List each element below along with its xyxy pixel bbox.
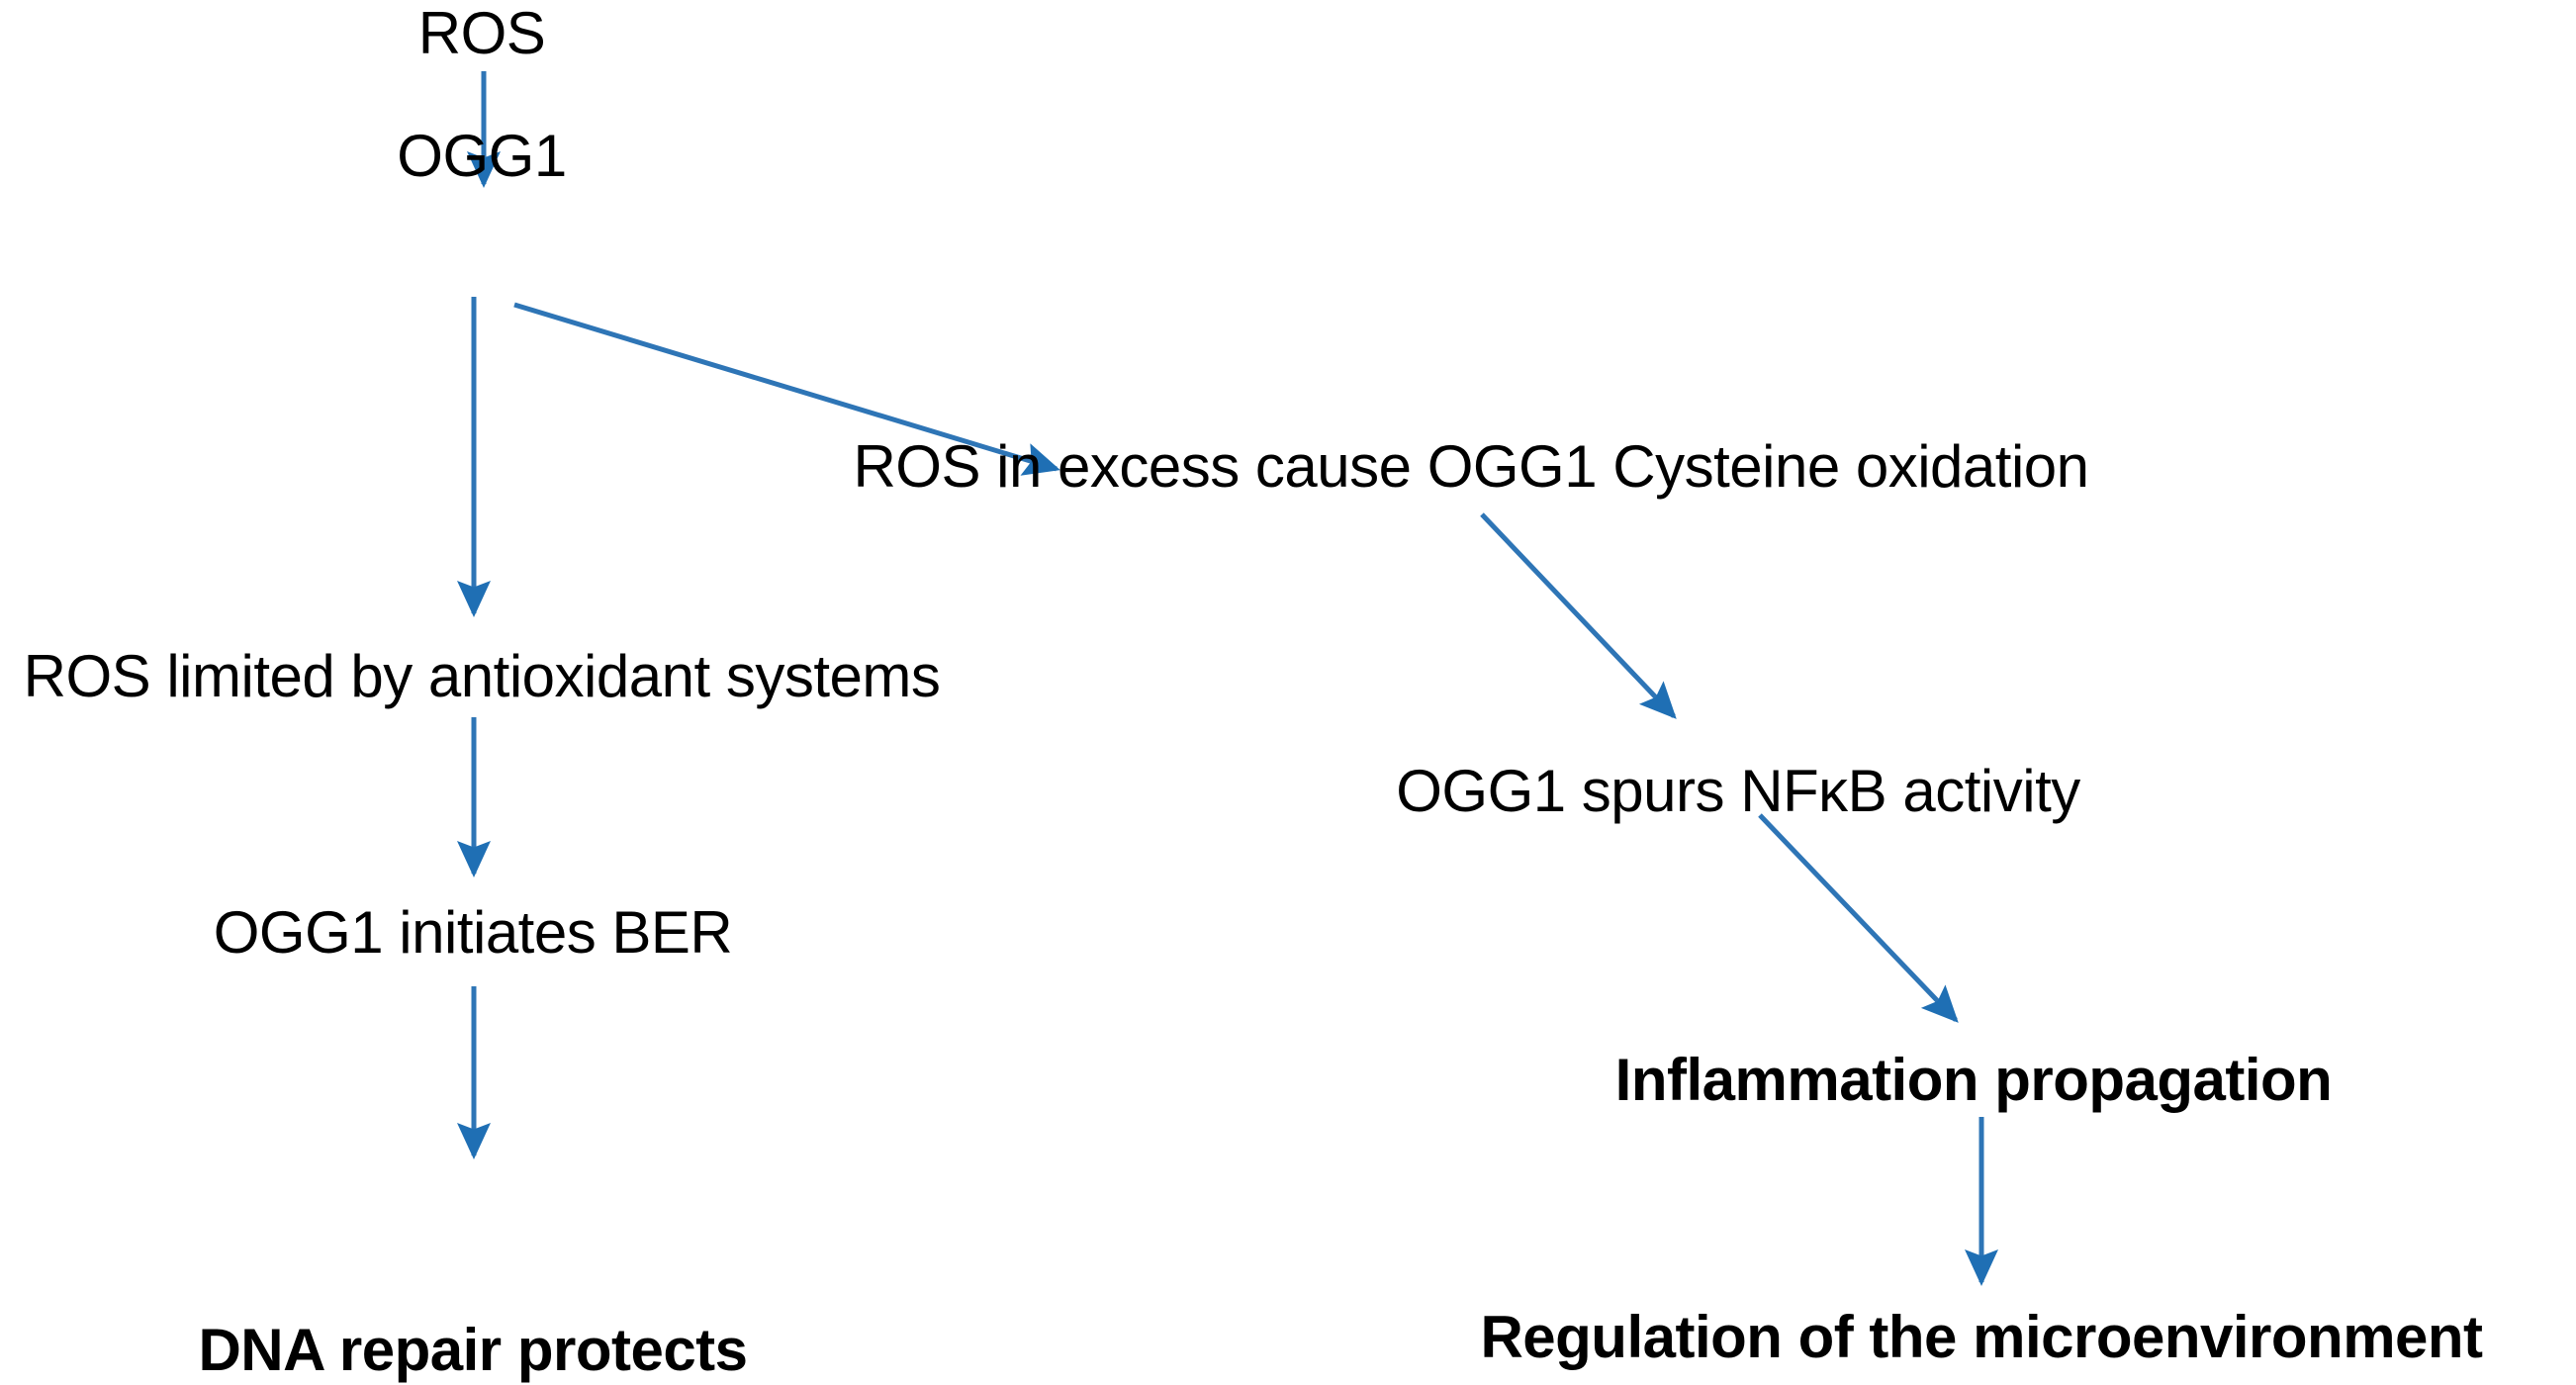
node-ros-limited-by-antioxidant-systems: ROS limited by antioxidant systems: [23, 643, 941, 709]
node-ogg1-initiates-ber: OGG1 initiates BER: [213, 899, 733, 966]
node-ros-in-excess-cysteine-oxidation: ROS in excess cause OGG1 Cysteine oxidat…: [853, 433, 2089, 500]
node-ogg1: OGG1: [397, 123, 567, 189]
node-dna-repair-line-1: DNA repair protects: [198, 1317, 748, 1384]
node-inflammation-propagation: Inflammation propagation: [1614, 1047, 2333, 1113]
arrow-ros-excess-to-nfkb: [1480, 512, 1677, 719]
node-ros: ROS: [417, 0, 546, 66]
node-regulation-of-the-microenvironment: Regulation of the microenvironment: [1480, 1304, 2483, 1370]
node-ogg1-spurs-nfkb-activity: OGG1 spurs NFκB activity: [1396, 758, 2080, 824]
arrow-nfkb-to-inflammation: [1758, 813, 1959, 1023]
node-dna-repair-protects-the-genome: DNA repair protects the genome: [198, 1184, 748, 1385]
